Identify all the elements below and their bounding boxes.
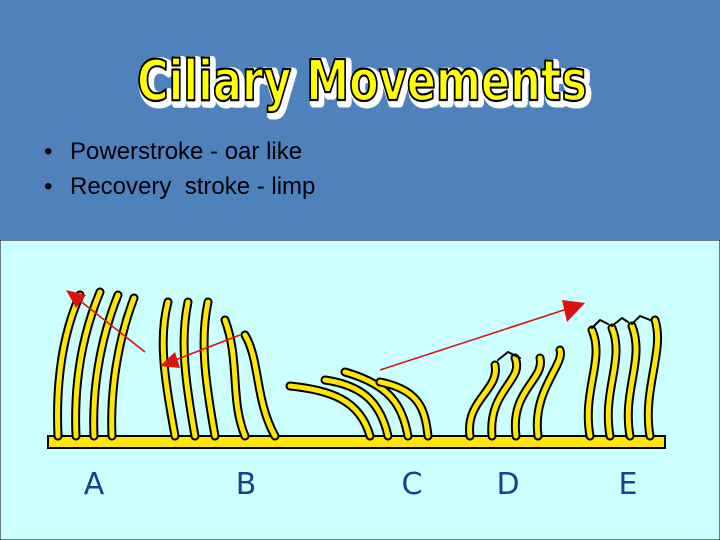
motion-arrows	[66, 290, 585, 371]
arrowhead-a-icon	[66, 290, 86, 308]
title-text: Ciliary Movements	[137, 49, 587, 114]
bullet-text: Recovery stroke - limp	[70, 173, 316, 200]
label-a: A	[84, 467, 105, 502]
bullet-dot: •	[44, 138, 53, 165]
cilia-a	[53, 287, 139, 441]
arrow-b	[169, 334, 241, 363]
arrow-a	[73, 295, 146, 353]
label-b: B	[236, 467, 257, 502]
label-d: D	[496, 467, 519, 502]
label-c: C	[402, 467, 423, 502]
arrowhead-b-icon	[160, 352, 180, 368]
cell-membrane	[47, 435, 666, 449]
arrowhead-c-icon	[562, 300, 585, 322]
cilia-c	[285, 367, 433, 441]
arrow-c	[379, 307, 571, 371]
bullet-list: • Powerstroke - oar like • Recovery stroke…	[44, 134, 315, 204]
cilia-d	[465, 345, 565, 441]
slide-title: Ciliary Movements Ciliary Movements	[136, 48, 595, 121]
cilia-group	[53, 287, 663, 441]
cilia-e	[583, 315, 663, 441]
bullet-dot: •	[44, 173, 53, 200]
title-shadow: Ciliary Movements	[140, 52, 590, 117]
label-e: E	[619, 467, 638, 502]
cilia-diagram: A B C D E	[0, 240, 720, 540]
bullet-text: Powerstroke - oar like	[70, 138, 303, 165]
bullet-recovery: • Recovery stroke - limp	[44, 169, 315, 204]
bullet-powerstroke: • Powerstroke - oar like	[44, 134, 315, 169]
cilia-b	[158, 297, 280, 441]
